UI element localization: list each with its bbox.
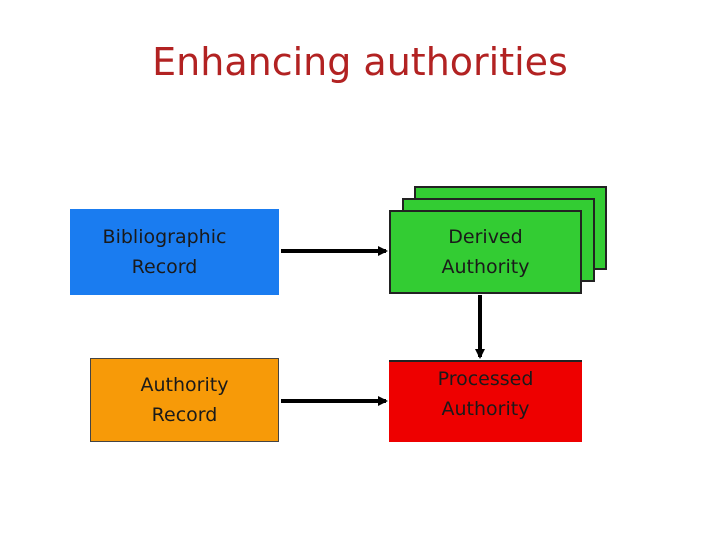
bibliographic-record-box: Bibliographic Record	[70, 209, 279, 295]
derived-authority-label: Derived Authority	[441, 226, 530, 278]
authority-record-box: Authority Record	[90, 358, 279, 442]
processed-authority-box: Processed Authority	[389, 360, 582, 442]
derived-authority-box: Derived Authority	[389, 210, 582, 294]
processed-authority-label: Processed Authority	[437, 368, 534, 420]
slide-title: Enhancing authorities	[152, 40, 568, 84]
authority-record-label: Authority Record	[140, 374, 229, 426]
bibliographic-record-label: Bibliographic Record	[102, 226, 227, 278]
